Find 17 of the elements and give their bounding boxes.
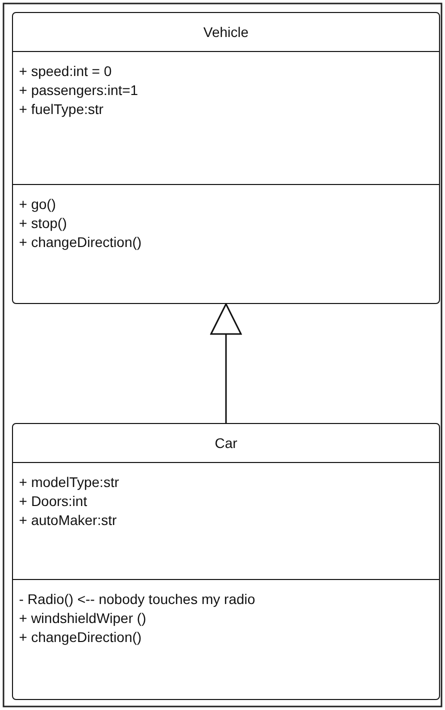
method-text: + changeDirection() [19, 233, 142, 252]
method-text: + stop() [19, 214, 67, 233]
class-name: Car [214, 435, 238, 451]
inheritance-arrow [210, 303, 242, 423]
attribute-text: + fuelType:str [19, 100, 104, 119]
attribute-text: + autoMaker:str [19, 511, 117, 530]
attribute-text: + modelType:str [19, 473, 119, 492]
class-box [12, 423, 440, 700]
attribute-text: + passengers:int=1 [19, 81, 138, 100]
class-name: Vehicle [203, 24, 249, 40]
method-text: - Radio() <-- nobody touches my radio [19, 590, 256, 609]
class-box [12, 12, 440, 304]
method-text: + changeDirection() [19, 628, 142, 647]
method-text: + windshieldWiper () [19, 609, 146, 628]
attribute-text: + speed:int = 0 [19, 62, 112, 81]
attribute-text: + Doors:int [19, 492, 88, 511]
method-text: + go() [19, 195, 56, 214]
